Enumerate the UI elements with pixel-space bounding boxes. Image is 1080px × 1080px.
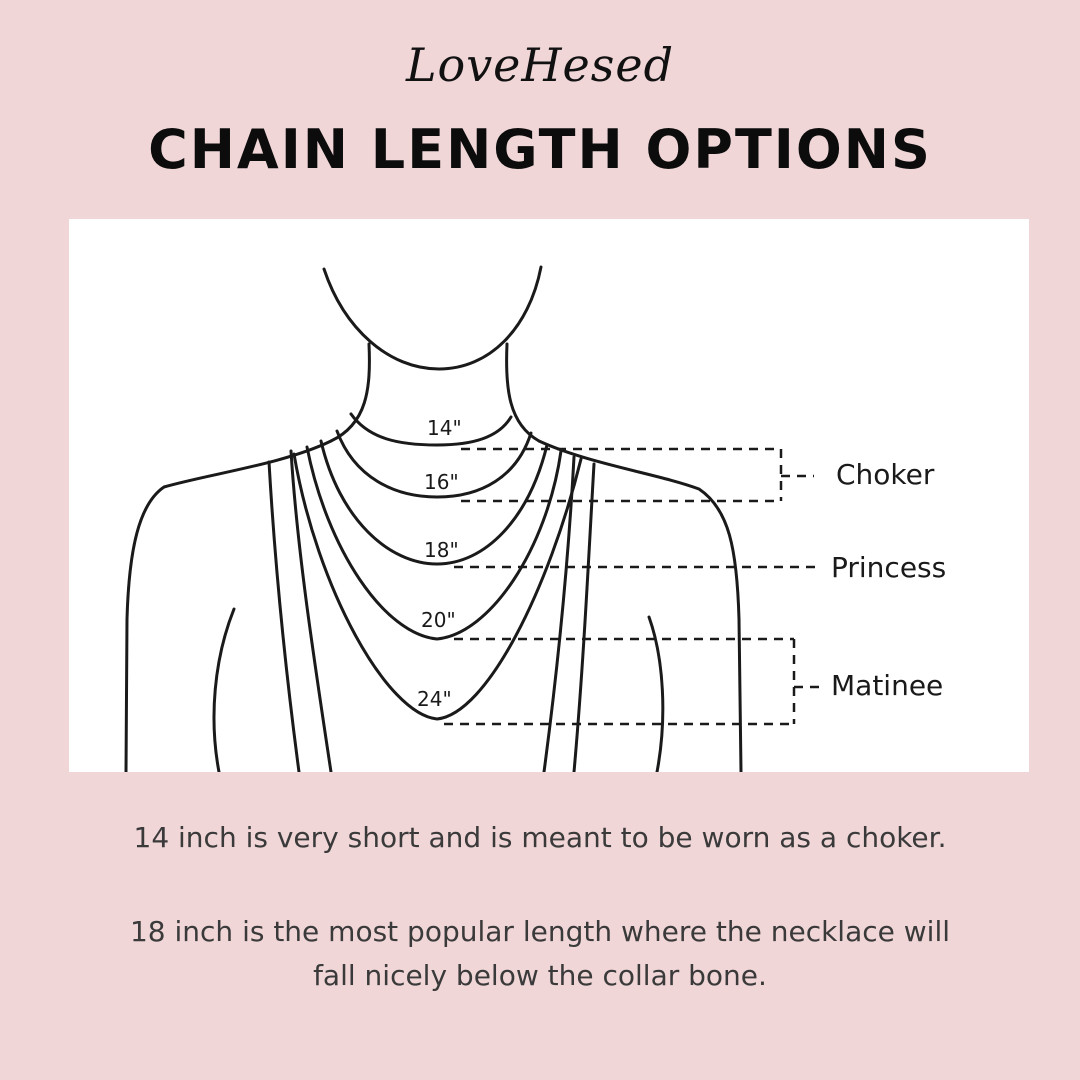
description-line: 18 inch is the most popular length where… — [129, 915, 951, 948]
category-choker: Choker — [836, 458, 935, 491]
necklace-18 — [319, 439, 549, 566]
length-label-18: 18" — [424, 538, 459, 562]
necklace-24 — [292, 452, 583, 721]
necklace-20 — [305, 445, 563, 641]
strap-right-outer — [572, 462, 596, 772]
neck-left — [329, 342, 371, 443]
category-matinee: Matinee — [831, 669, 943, 702]
chin-outline — [322, 265, 543, 371]
shoulder-right — [537, 439, 743, 772]
brand-logo: LoveHesed — [405, 38, 675, 92]
page-title: CHAIN LENGTH OPTIONS — [148, 118, 932, 181]
shoulder-left — [124, 439, 333, 772]
neck-right — [505, 342, 541, 443]
length-label-24: 24" — [417, 687, 452, 711]
chain-length-diagram: 14" 16" 18" 20" 24" Choker Princess Mati… — [69, 219, 1029, 772]
neck-illustration: 14" 16" 18" 20" 24" Choker Princess Mati… — [124, 265, 946, 772]
strap-left-inner — [289, 449, 333, 772]
arm-left — [212, 607, 236, 772]
necklace-14 — [349, 412, 513, 447]
necklace-16 — [335, 429, 533, 499]
description-choker: 14 inch is very short and is meant to be… — [0, 816, 1080, 860]
description-line: fall nicely below the collar bone. — [313, 959, 767, 992]
length-label-16: 16" — [424, 470, 459, 494]
category-princess: Princess — [831, 551, 946, 584]
length-label-20: 20" — [421, 608, 456, 632]
description-popular: 18 inch is the most popular length where… — [0, 910, 1080, 998]
description-line: 14 inch is very short and is meant to be… — [133, 821, 947, 854]
strap-left-outer — [267, 460, 301, 772]
length-label-14: 14" — [427, 416, 462, 440]
arm-right — [647, 615, 665, 772]
